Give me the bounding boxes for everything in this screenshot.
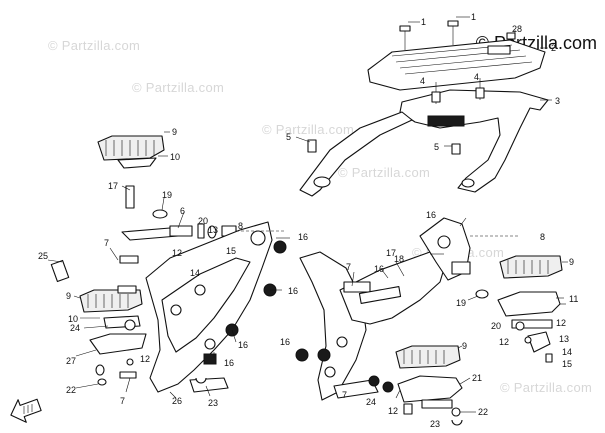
callout: 5 (286, 132, 291, 142)
left-footpeg-pin-parts (121, 185, 237, 265)
callout: 16 (374, 264, 384, 274)
callout: 17 (386, 248, 396, 258)
callout: 13 (208, 225, 218, 235)
callout: 24 (366, 397, 376, 407)
callout: 9 (462, 341, 467, 351)
left-upper-footpeg (97, 135, 165, 169)
callout: 19 (456, 298, 466, 308)
watermark: © Partzilla.com (500, 380, 593, 395)
callout: 16 (288, 286, 298, 296)
rack-support-frame (299, 89, 549, 197)
left-lower-footpeg (79, 289, 147, 355)
callout: 12 (388, 406, 398, 416)
callout: 5 (434, 142, 439, 152)
callout: 16 (298, 232, 308, 242)
callout: 8 (540, 232, 545, 242)
callout: 25 (38, 251, 48, 261)
callout: 12 (499, 337, 509, 347)
callout: 4 (420, 76, 425, 86)
callout: 17 (108, 181, 118, 191)
callout: 9 (66, 291, 71, 301)
callout: 16 (224, 358, 234, 368)
callout: 7 (120, 396, 125, 406)
callout: 7 (342, 390, 347, 400)
callout: 21 (472, 373, 482, 383)
callout: 6 (180, 206, 185, 216)
left-main-bracket (145, 221, 273, 393)
callout: 20 (491, 321, 501, 331)
callout: 16 (280, 337, 290, 347)
callout: 12 (140, 354, 150, 364)
callout: 1 (471, 12, 476, 22)
callout-labels: 1 1 28 2 3 4 4 5 5 9 10 17 19 6 20 8 13 … (38, 12, 578, 429)
callout: 9 (172, 127, 177, 137)
callout: 16 (238, 340, 248, 350)
callout: 8 (238, 221, 243, 231)
callout: 23 (430, 419, 440, 429)
callout: 23 (208, 398, 218, 408)
callout: 10 (170, 152, 180, 162)
callout: 3 (555, 96, 560, 106)
callout: 22 (478, 407, 488, 417)
callout: 16 (426, 210, 436, 220)
rack-mount-bolts (307, 78, 485, 155)
callout: 27 (66, 356, 76, 366)
callout: 19 (162, 190, 172, 200)
front-direction-arrow-icon (10, 398, 42, 423)
callout: 14 (190, 268, 200, 278)
callout: 28 (512, 24, 522, 34)
callout: 10 (68, 314, 78, 324)
callout: 15 (562, 359, 572, 369)
callout: 18 (394, 254, 404, 264)
callout: 2 (551, 43, 556, 53)
callout: 11 (569, 294, 578, 304)
leader-lines (47, 16, 568, 413)
callout: 20 (198, 216, 208, 226)
right-lower-footpeg (395, 345, 463, 426)
callout: 13 (559, 334, 569, 344)
callout: 9 (569, 257, 574, 267)
left-small-hardware (50, 255, 207, 386)
callout: 1 (421, 17, 426, 27)
callout: 7 (346, 262, 351, 272)
callout: 26 (172, 396, 182, 406)
watermark: © Partzilla.com (48, 38, 141, 53)
callout: 14 (562, 347, 572, 357)
luggage-rack-plate (367, 39, 546, 91)
rack-bolts-top (399, 20, 516, 50)
callout: 12 (172, 248, 182, 258)
right-main-bracket (299, 217, 471, 401)
callout: 4 (474, 72, 479, 82)
callout: 15 (226, 246, 236, 256)
callout: 7 (104, 238, 109, 248)
callout: 24 (70, 323, 80, 333)
callout: 12 (556, 318, 566, 328)
watermark: © Partzilla.com (262, 122, 355, 137)
watermark: © Partzilla.com (338, 165, 431, 180)
callout: 22 (66, 385, 76, 395)
watermark: © Partzilla.com (132, 80, 225, 95)
right-bracket-parts (295, 261, 489, 393)
